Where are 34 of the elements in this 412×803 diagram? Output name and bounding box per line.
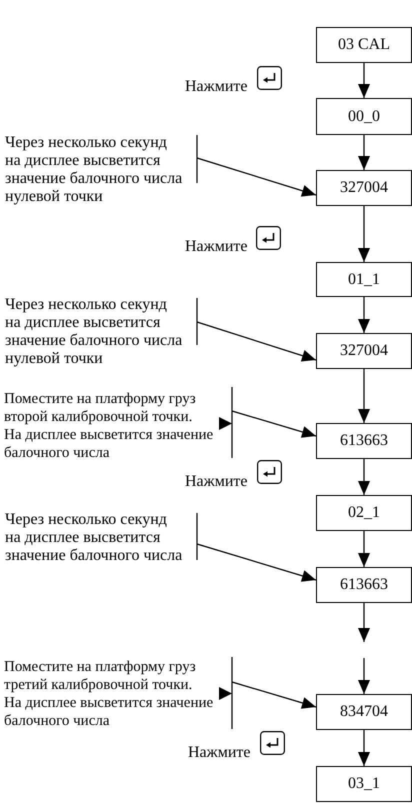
arrow bbox=[196, 321, 316, 362]
arrow bbox=[358, 135, 370, 170]
arrow bbox=[196, 157, 316, 197]
instruction-text: Нажмите bbox=[185, 238, 248, 256]
step-box: 327004 bbox=[316, 170, 412, 206]
arrow bbox=[232, 681, 316, 709]
arrow bbox=[358, 369, 370, 423]
step-box: 613663 bbox=[316, 423, 412, 459]
arrow bbox=[358, 459, 370, 495]
step-box: 00_0 bbox=[316, 98, 412, 135]
note-text: Через несколько секунд на дисплее высветится значение балочного числа bbox=[5, 511, 182, 565]
note-text: Через несколько секунд на дисплее высветится значение балочного числа нулевой точки bbox=[5, 134, 182, 206]
step-box: 327004 bbox=[316, 333, 412, 369]
step-box: 01_1 bbox=[316, 262, 412, 297]
arrow bbox=[358, 206, 370, 262]
step-box: 03_1 bbox=[316, 766, 412, 802]
step-box: 613663 bbox=[316, 567, 412, 603]
arrow bbox=[358, 531, 370, 567]
arrow bbox=[358, 297, 370, 333]
arrow bbox=[358, 63, 370, 98]
arrow bbox=[358, 730, 370, 766]
step-box: 03 CAL bbox=[316, 27, 412, 63]
arrow bbox=[232, 410, 316, 438]
note-text: Поместите на платформу груз второй калибровочной точки. На дисплее высветится значение балочного числа bbox=[4, 390, 214, 462]
step-box: 02_1 bbox=[316, 495, 412, 531]
arrow bbox=[358, 603, 370, 642]
note-text: Через несколько секунд на дисплее высветится значение балочного числа нулевой точки bbox=[5, 296, 182, 368]
instruction-text: Нажмите bbox=[185, 473, 248, 491]
instruction-text: Нажмите bbox=[188, 744, 250, 762]
arrow bbox=[358, 658, 370, 694]
instruction-text: Нажмите bbox=[185, 78, 248, 96]
arrow bbox=[196, 543, 316, 582]
note-text: Поместите на платформу груз третий калибровочной точки. На дисплее высветится значение балочного числа bbox=[4, 658, 214, 730]
step-box: 834704 bbox=[316, 694, 412, 730]
